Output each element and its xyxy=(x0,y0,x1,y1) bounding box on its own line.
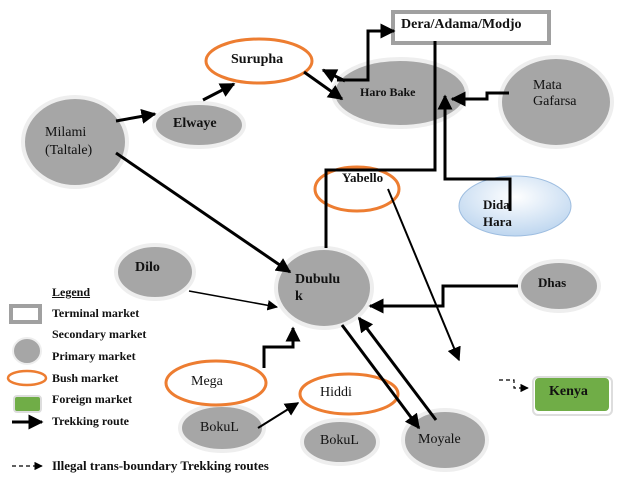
route-mega-dubuluk xyxy=(262,326,301,368)
label-haro-bake: Haro Bake xyxy=(360,85,416,99)
trekking-routes xyxy=(115,23,529,430)
legend-bush-swatch xyxy=(6,369,48,387)
route-milami-dubuluk xyxy=(115,151,292,274)
legend-foreign: Foreign market xyxy=(52,392,133,406)
label-moyale: Moyale xyxy=(418,432,461,447)
label-milami: Milami xyxy=(45,125,87,140)
route-moyale-dubuluk xyxy=(357,316,438,421)
label-kenya: Kenya xyxy=(549,384,588,399)
route-mata-harobake xyxy=(450,91,509,107)
bush-markets xyxy=(164,37,401,416)
node-kenya xyxy=(532,376,613,416)
label-bokul-2: BokuL xyxy=(320,433,359,448)
label-gafarsa: Gafarsa xyxy=(533,94,577,109)
legend-bush: Bush market xyxy=(52,371,119,385)
legend-terminal: Terminal market xyxy=(52,306,140,320)
node-mata-gafarsa xyxy=(498,55,614,149)
label-hara: Hara xyxy=(483,214,512,229)
label-taltale: (Taltale) xyxy=(45,143,93,158)
node-mega xyxy=(164,359,268,407)
node-milami xyxy=(21,95,129,189)
label-mega: Mega xyxy=(191,374,223,389)
route-harobake-dera xyxy=(337,23,396,82)
route-bokul-hiddi xyxy=(257,402,300,429)
label-dera: Dera/Adama/Modjo xyxy=(401,17,522,32)
node-dilo xyxy=(114,243,196,301)
primary-markets xyxy=(21,55,614,472)
label-yabello: Yabello xyxy=(342,170,384,185)
label-bokul-1: BokuL xyxy=(200,420,239,435)
legend-secondary: Secondary market xyxy=(52,327,147,341)
route-dubuluk-dera xyxy=(324,41,437,248)
label-hiddi: Hiddi xyxy=(320,385,352,400)
node-surupha xyxy=(204,37,314,85)
legend-trekking: Trekking route xyxy=(52,414,130,428)
node-dubuluk xyxy=(274,246,374,330)
legend-symbols xyxy=(6,304,48,471)
label-mata: Mata xyxy=(533,78,562,93)
node-bokul-2 xyxy=(300,418,380,466)
label-dilo: Dilo xyxy=(135,260,160,275)
route-dilo-dubuluk xyxy=(188,290,279,311)
node-dera-adama-modjo xyxy=(391,10,551,45)
label-dhas: Dhas xyxy=(538,275,567,290)
legend-foreign-swatch xyxy=(13,395,42,413)
legend-primary-swatch xyxy=(12,337,42,365)
route-surupha-harobake xyxy=(303,70,344,101)
route-dhas-dubuluk xyxy=(368,284,518,314)
node-dida-hara xyxy=(458,175,572,237)
legend-primary: Primary market xyxy=(52,349,136,363)
legend-illegal: Illegal trans-boundary Trekking routes xyxy=(52,458,269,473)
node-moyale xyxy=(401,408,489,472)
node-elwaye xyxy=(152,101,246,149)
node-dhas xyxy=(517,259,601,313)
legend-title: Legend xyxy=(52,285,91,299)
label-elwaye: Elwaye xyxy=(173,116,217,131)
node-hiddi xyxy=(298,372,400,416)
route-yabello-south xyxy=(387,188,461,362)
node-yabello xyxy=(313,165,401,213)
route-elwaye-surupha xyxy=(202,82,236,102)
label-dubulu: Dubulu xyxy=(295,272,341,287)
label-dubuluk-k: k xyxy=(295,289,303,304)
route-milami-elwaye xyxy=(115,109,157,124)
route-illegal-kenya xyxy=(499,379,529,393)
label-surupha: Surupha xyxy=(231,52,284,67)
label-dida: Dida xyxy=(483,197,510,212)
route-didahara-harobake xyxy=(437,94,512,211)
route-dubuluk-moyale xyxy=(340,324,421,430)
